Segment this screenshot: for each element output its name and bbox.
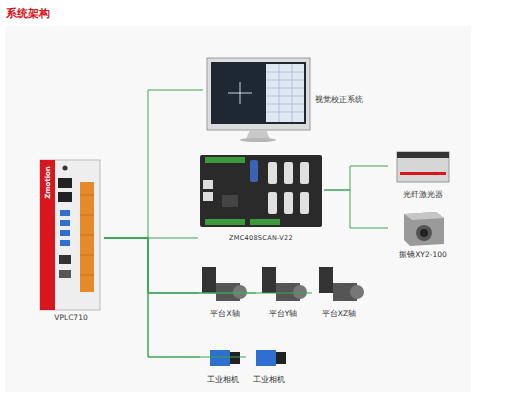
device-node: 工业相机 xyxy=(200,344,245,386)
device-label: VPLC710 xyxy=(38,313,104,323)
device-node: ZMC408SCAN-V22 xyxy=(198,152,324,244)
green-connector xyxy=(104,238,312,293)
green-connector xyxy=(104,90,203,238)
device-node: 振镜XY2-100 xyxy=(388,208,458,262)
device-node: 光纤激光器 xyxy=(388,148,458,202)
device-label: 工业相机 xyxy=(200,375,245,385)
device-label: 平台X轴 xyxy=(198,309,252,319)
green-connector xyxy=(104,238,200,357)
servo-motors xyxy=(202,267,364,301)
device-label: 光纤激光器 xyxy=(388,190,458,200)
device-node: 平台XZ轴 xyxy=(312,262,366,320)
green-connector xyxy=(104,238,256,293)
device-label: ZMC408SCAN-V22 xyxy=(198,233,324,243)
device-label: 平台Y轴 xyxy=(256,309,310,319)
monitor xyxy=(207,58,310,142)
green-connector xyxy=(104,238,198,293)
green-connector xyxy=(104,238,246,357)
device-label: 工业相机 xyxy=(246,375,291,385)
device-label: 平台XZ轴 xyxy=(312,309,366,319)
logo-text: Zmotion xyxy=(44,163,53,203)
controller-board xyxy=(200,155,322,227)
device-label: 振镜XY2-100 xyxy=(388,250,458,260)
device-node: 视觉校正系统 xyxy=(203,55,373,145)
title: 系统架构 xyxy=(6,6,50,21)
device-node: 平台Y轴 xyxy=(256,262,310,320)
panel xyxy=(5,26,471,392)
galvo-scanner xyxy=(404,212,444,246)
fiber-laser xyxy=(397,152,449,182)
green-connector xyxy=(324,166,388,190)
device-node: 平台X轴 xyxy=(198,262,252,320)
vplc-device xyxy=(40,160,100,310)
cameras xyxy=(210,350,286,366)
device-node: 工业相机 xyxy=(246,344,291,386)
green-connector xyxy=(324,190,388,228)
device-label: 视觉校正系统 xyxy=(315,95,373,105)
